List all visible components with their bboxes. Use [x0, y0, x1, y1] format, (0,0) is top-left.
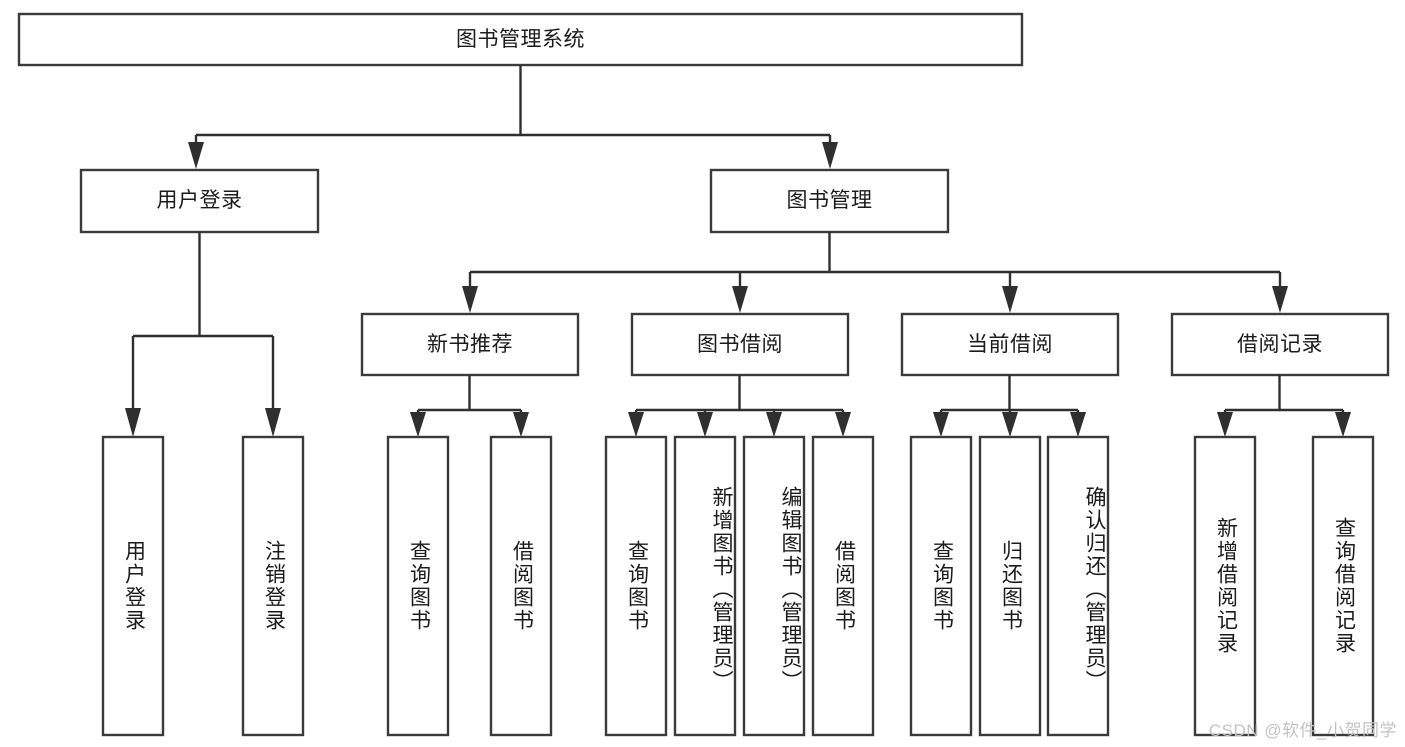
node-box-leaf-add-record[interactable] — [1193, 435, 1257, 737]
node-box-leaf-query-book-3[interactable] — [909, 435, 973, 737]
node-box-user-login[interactable] — [79, 168, 320, 234]
arrow-head-leaf-logout — [265, 408, 281, 437]
arrow-head-user-login — [188, 142, 204, 169]
node-box-leaf-user-login[interactable] — [101, 435, 165, 737]
watermark-text: CSDN @软件_小贺同学 — [1208, 721, 1397, 740]
node-box-leaf-borrow-book-1[interactable] — [489, 435, 553, 737]
arrow-head-leaf-return-book — [1002, 412, 1018, 437]
arrow-head-leaf-query-book-2 — [628, 412, 644, 437]
arrow-head-leaf-borrow-book-1 — [513, 412, 529, 437]
arrow-head-leaf-query-record — [1335, 412, 1351, 437]
node-box-leaf-confirm-return[interactable] — [1046, 435, 1110, 737]
arrow-head-leaf-confirm-return — [1070, 412, 1086, 437]
arrow-head-current-borrow — [1002, 286, 1018, 313]
node-box-leaf-edit-book[interactable] — [742, 435, 806, 737]
arrow-head-book-manage — [822, 142, 838, 169]
node-box-leaf-logout[interactable] — [241, 435, 305, 737]
node-box-leaf-query-book-2[interactable] — [604, 435, 668, 737]
node-box-leaf-return-book[interactable] — [978, 435, 1042, 737]
node-box-leaf-add-book[interactable] — [673, 435, 737, 737]
node-box-book-borrow[interactable] — [630, 312, 850, 377]
node-box-book-manage[interactable] — [709, 168, 950, 234]
node-box-new-book-recommend[interactable] — [360, 312, 580, 377]
arrow-head-book-borrow — [732, 286, 748, 313]
arrow-head-leaf-add-book — [697, 412, 713, 437]
arrow-head-borrow-record — [1272, 286, 1288, 313]
arrow-head-leaf-user-login — [125, 408, 141, 437]
arrow-head-leaf-edit-book — [766, 412, 782, 437]
arrow-head-new-book-recommend — [462, 286, 478, 313]
arrow-head-leaf-add-record — [1217, 412, 1233, 437]
arrow-head-leaf-query-book-1 — [410, 412, 426, 437]
node-box-leaf-borrow-book-2[interactable] — [811, 435, 875, 737]
arrow-head-leaf-borrow-book-2 — [835, 412, 851, 437]
node-box-leaf-query-book-1[interactable] — [386, 435, 450, 737]
arrow-head-leaf-query-book-3 — [933, 412, 949, 437]
node-box-current-borrow[interactable] — [900, 312, 1120, 377]
node-box-leaf-query-record[interactable] — [1311, 435, 1375, 737]
node-box-borrow-record[interactable] — [1170, 312, 1390, 377]
node-box-root[interactable] — [17, 12, 1024, 67]
